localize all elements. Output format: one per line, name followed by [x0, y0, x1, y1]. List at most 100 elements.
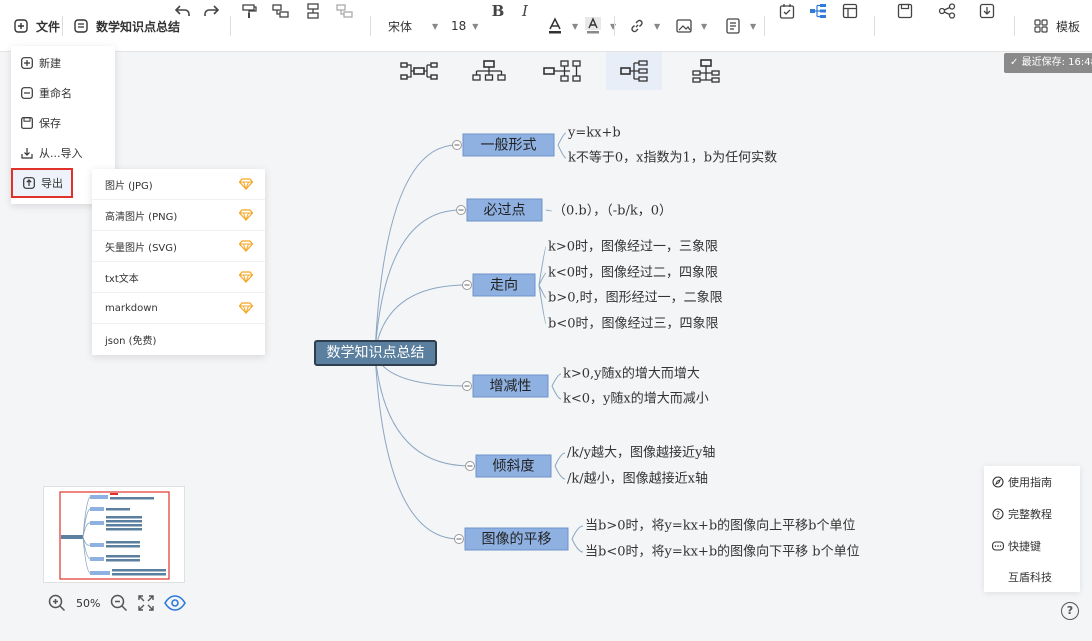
highlight-color-icon: [582, 15, 604, 37]
layout-tree-button[interactable]: [534, 52, 590, 90]
help-shortcuts-label: 快捷键: [1008, 540, 1041, 553]
italic-icon[interactable]: I: [522, 2, 528, 20]
layout-down-icon: [692, 59, 720, 83]
leaf-node-label: k不等于0，x指数为1，b为任何实数: [568, 150, 777, 166]
undo-icon[interactable]: [172, 0, 194, 22]
doc-title[interactable]: 数学知识点总结: [70, 0, 180, 52]
highlight-color-select[interactable]: ▼: [582, 0, 616, 52]
menu-item-save[interactable]: 保存: [11, 108, 115, 138]
help-shortcuts-link[interactable]: 快捷键: [992, 536, 1041, 556]
share-icon[interactable]: [936, 0, 958, 22]
export-json[interactable]: json (免费): [92, 324, 265, 355]
connector-line: [374, 352, 460, 540]
menu-item-export[interactable]: 导出: [11, 168, 73, 198]
eye-icon[interactable]: [164, 595, 187, 611]
leaf-node-label: b>0,时，图形经过一，二象限: [548, 291, 723, 306]
question-circle-icon: ?: [992, 508, 1004, 520]
rename-icon: [21, 87, 33, 99]
leaf-node-label: k<0，y随x的增大而减小: [563, 391, 709, 407]
divider: [230, 16, 231, 36]
link-select[interactable]: ▼: [626, 0, 660, 52]
leaf-connector: [571, 525, 584, 540]
sibling-node-icon[interactable]: [302, 0, 324, 22]
layout-org-down-button[interactable]: [461, 52, 517, 90]
format-painter-icon[interactable]: [238, 0, 260, 22]
root-node[interactable]: [314, 340, 437, 366]
branch-node-label: 一般形式: [481, 138, 537, 154]
export-markdown[interactable]: markdown: [92, 293, 265, 324]
save-status-badge: ✓ 最近保存: 16:48: [1004, 53, 1092, 73]
template-label: 模板: [1056, 19, 1081, 34]
help-question-icon[interactable]: ?: [1061, 602, 1079, 620]
leaf-connector: [554, 465, 566, 480]
image-select[interactable]: ▼: [673, 0, 707, 52]
leaf-connector: [554, 452, 566, 467]
layout-right-button[interactable]: [606, 52, 662, 90]
download-icon[interactable]: [976, 0, 998, 22]
file-menu-button[interactable]: 文件: [10, 0, 60, 52]
zoom-bar: 50%: [48, 592, 187, 614]
layout-logic-both-button[interactable]: [391, 52, 447, 90]
note-icon: [722, 15, 744, 37]
branch-node-label: 图像的平移: [482, 532, 552, 548]
menu-item-label: 导出: [41, 177, 63, 190]
premium-gem-icon: [239, 178, 253, 190]
branch-node[interactable]: [472, 273, 536, 297]
child-node-icon[interactable]: [270, 0, 292, 22]
export-svg[interactable]: 矢量图片 (SVG): [92, 231, 265, 262]
leaf-connector: [538, 284, 547, 325]
mindmap-canvas[interactable]: 数学知识点总结一般形式y=kx+bk不等于0，x指数为1，b为任何实数必过点（0…: [0, 90, 1092, 641]
export-jpg[interactable]: 图片 (JPG): [92, 169, 265, 200]
layout-timeline-button[interactable]: [678, 52, 734, 90]
save-icon[interactable]: [894, 0, 916, 22]
leaf-node-label: /k/y越大，图像越接近y轴: [567, 445, 715, 461]
template-button[interactable]: 模板: [1030, 0, 1080, 52]
file-label: 文件: [36, 19, 61, 34]
branch-node[interactable]: [475, 454, 552, 478]
calendar-check-icon[interactable]: [776, 0, 798, 22]
premium-gem-icon: [239, 209, 253, 221]
fit-screen-icon[interactable]: [138, 595, 155, 611]
minimap-preview: [59, 491, 170, 580]
layout-tree-icon: [543, 60, 581, 82]
note-select[interactable]: ▼: [722, 0, 756, 52]
layout-icon[interactable]: [839, 0, 861, 22]
layout-both-sides-icon: [400, 62, 438, 80]
export-label: 高清图片 (PNG): [105, 211, 178, 223]
font-color-select[interactable]: ▼: [544, 0, 578, 52]
menu-item-label: 新建: [39, 57, 61, 70]
zoom-in-icon[interactable]: [48, 594, 66, 612]
export-txt[interactable]: txt文本: [92, 262, 265, 293]
help-panel: 使用指南 ? 完整教程 快捷键 互盾科技: [984, 466, 1080, 592]
font-family-select[interactable]: 宋体 ▼: [388, 0, 438, 52]
menu-item-new[interactable]: 新建: [11, 48, 115, 78]
export-icon: [23, 177, 35, 189]
export-submenu: 图片 (JPG) 高清图片 (PNG) 矢量图片 (SVG) txt文本 mar…: [92, 169, 265, 355]
branch-node[interactable]: [464, 527, 569, 551]
export-label: txt文本: [105, 273, 139, 285]
font-size-select[interactable]: 18 ▼: [451, 0, 478, 52]
branch-node[interactable]: [472, 374, 549, 398]
divider: [614, 16, 615, 36]
help-tutorial-link[interactable]: ? 完整教程: [992, 504, 1052, 524]
premium-gem-icon: [239, 271, 253, 283]
parent-node-icon[interactable]: [334, 0, 356, 22]
minimap[interactable]: [43, 486, 185, 583]
premium-gem-icon: [239, 302, 253, 314]
redo-icon[interactable]: [200, 0, 222, 22]
help-tutorial-label: 完整教程: [1008, 508, 1052, 521]
structure-icon[interactable]: [807, 0, 829, 22]
export-png[interactable]: 高清图片 (PNG): [92, 200, 265, 231]
menu-item-import[interactable]: 从...导入: [11, 138, 115, 168]
help-guide-link[interactable]: 使用指南: [992, 472, 1052, 492]
layout-org-chart-icon: [472, 60, 506, 81]
divider: [370, 16, 371, 36]
export-label: json (免费): [105, 336, 157, 347]
menu-item-rename[interactable]: 重命名: [11, 78, 115, 108]
branch-node[interactable]: [462, 133, 555, 157]
divider: [874, 16, 875, 36]
bold-icon[interactable]: B: [491, 2, 505, 20]
zoom-out-icon[interactable]: [110, 594, 128, 612]
chevron-down-icon: ▼: [472, 21, 479, 31]
branch-node[interactable]: [466, 198, 543, 222]
